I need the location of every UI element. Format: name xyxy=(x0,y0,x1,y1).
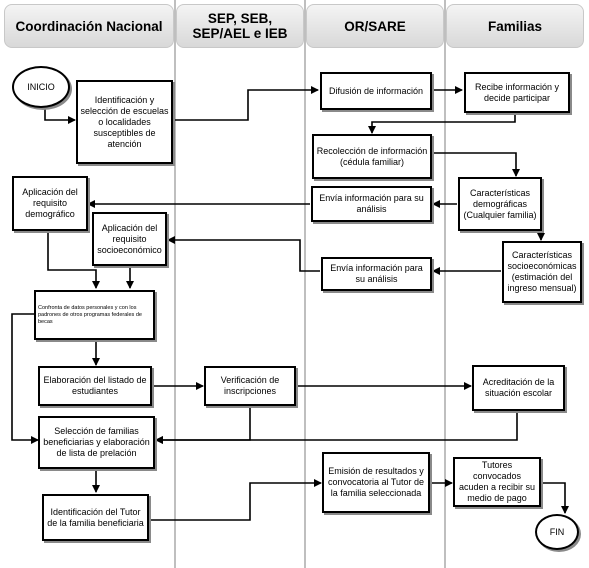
lane-or xyxy=(306,0,446,568)
process-caracteristicas-demograficas: Características demográficas (Cualquier … xyxy=(458,177,542,231)
process-identificacion-tutor: Identificación del Tutor de la familia b… xyxy=(42,494,149,541)
process-envia-informacion-1: Envía información para su análisis xyxy=(311,186,432,222)
process-tutores-convocados: Tutores convocados acuden a recibir su m… xyxy=(453,457,541,507)
process-aplicacion-demografico: Aplicación del requisito demográfico xyxy=(12,176,88,231)
start-terminal: INICIO xyxy=(12,66,70,108)
lane-header-coordinacion: Coordinación Nacional xyxy=(4,4,174,48)
lane-header-familias: Familias xyxy=(446,4,584,48)
process-caracteristicas-socioeconomicas: Características socioeconómicas (estimac… xyxy=(502,241,582,303)
process-recoleccion: Recolección de información (cédula famil… xyxy=(312,134,432,179)
process-verificacion-inscripciones: Verificación de inscripciones xyxy=(204,366,296,406)
lane-coordinacion xyxy=(4,0,176,568)
process-difusion: Difusión de información xyxy=(320,72,432,110)
process-confronta-datos: Confronta de datos personales y con los … xyxy=(34,290,155,340)
lane-header-sep: SEP, SEB, SEP/AEL e IEB xyxy=(176,4,304,48)
process-recibe-informacion: Recibe información y decide participar xyxy=(464,72,570,113)
process-envia-informacion-2: Envía información para su análisis xyxy=(321,257,432,291)
process-emision-resultados: Emisión de resultados y convocatoria al … xyxy=(322,452,430,513)
process-elaboracion-listado: Elaboración del listado de estudiantes xyxy=(38,366,152,406)
process-seleccion-familias: Selección de familias beneficiarias y el… xyxy=(38,416,155,469)
process-acreditacion-escolar: Acreditación de la situación escolar xyxy=(472,365,565,411)
end-terminal: FIN xyxy=(535,514,579,550)
lane-sep xyxy=(176,0,306,568)
lane-header-or: OR/SARE xyxy=(306,4,444,48)
process-identificacion-escuelas: Identificación y selección de escuelas o… xyxy=(76,80,173,164)
process-aplicacion-socioeconomico: Aplicación del requisito socioeconómico xyxy=(92,212,167,266)
